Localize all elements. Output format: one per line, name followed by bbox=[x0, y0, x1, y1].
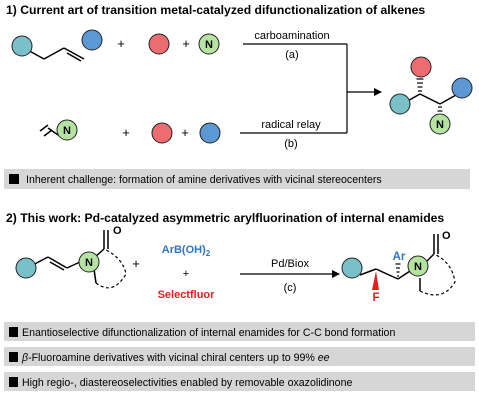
highlight-bar-3 bbox=[4, 372, 475, 391]
challenge-bar bbox=[4, 169, 470, 189]
challenge-text: Inherent challenge: formation of amine d… bbox=[26, 174, 382, 186]
alkene-substrate bbox=[11, 29, 103, 62]
route-a-tag: (a) bbox=[285, 49, 298, 61]
enamide-substrate: N O bbox=[15, 225, 127, 289]
plus-sign: + bbox=[132, 256, 140, 271]
product-2: N O Ar F bbox=[341, 230, 456, 304]
plus-sign: + bbox=[183, 268, 189, 280]
route-c-tag: (c) bbox=[284, 282, 297, 294]
blue-group-circle bbox=[199, 122, 221, 144]
red-group-circle bbox=[148, 33, 170, 55]
enamine-substrate: N bbox=[39, 119, 78, 141]
route-a-name: carboamination bbox=[254, 30, 329, 42]
nitrogen-label: N bbox=[85, 257, 93, 269]
boronic-acid-label: ArB(OH)2 bbox=[162, 244, 211, 258]
nitrogen-label: N bbox=[414, 261, 422, 273]
teal-group-circle bbox=[11, 35, 33, 57]
nitrogen-group: N bbox=[198, 33, 220, 55]
nitrogen-label: N bbox=[63, 125, 71, 137]
carbonyl-oxygen-label: O bbox=[113, 225, 122, 237]
section1-title: 1) Current art of transition metal-catal… bbox=[6, 3, 425, 17]
selectfluor-label: Selectfluor bbox=[158, 289, 216, 301]
bullet-square bbox=[9, 327, 18, 337]
route-b-name: radical relay bbox=[261, 119, 321, 131]
highlight-bar-1 bbox=[4, 322, 475, 341]
section2-title: 2) This work: Pd-catalyzed asymmetric ar… bbox=[6, 211, 444, 225]
ee-label: ee bbox=[318, 352, 330, 364]
highlight-text-1: Enantioselective difunctionalization of … bbox=[22, 327, 395, 339]
blue-group-circle bbox=[81, 29, 103, 51]
plus-sign: + bbox=[181, 125, 189, 140]
nitrogen-label: N bbox=[436, 119, 444, 131]
bullet-square bbox=[9, 174, 19, 184]
bullet-square bbox=[9, 352, 18, 362]
conditions-label: Pd/Biox bbox=[271, 258, 309, 270]
highlight-bar-2 bbox=[4, 347, 475, 366]
plus-sign: + bbox=[117, 36, 125, 51]
product-1: N bbox=[389, 56, 473, 135]
highlight-text-3: High regio-, diastereoselectivities enab… bbox=[22, 377, 352, 389]
nitrogen-label: N bbox=[205, 39, 213, 51]
red-group-circle bbox=[151, 122, 173, 144]
plus-sign: + bbox=[122, 125, 130, 140]
beta-symbol: β bbox=[21, 352, 28, 364]
route-b-tag: (b) bbox=[284, 138, 297, 150]
aryl-label: Ar bbox=[393, 251, 406, 263]
fluorine-label: F bbox=[372, 292, 379, 304]
bullet-square bbox=[9, 377, 18, 387]
carbonyl-oxygen-label: O bbox=[442, 230, 451, 242]
highlight-text-2: β-Fluoroamine derivatives with vicinal c… bbox=[21, 352, 330, 364]
plus-sign: + bbox=[182, 36, 190, 51]
